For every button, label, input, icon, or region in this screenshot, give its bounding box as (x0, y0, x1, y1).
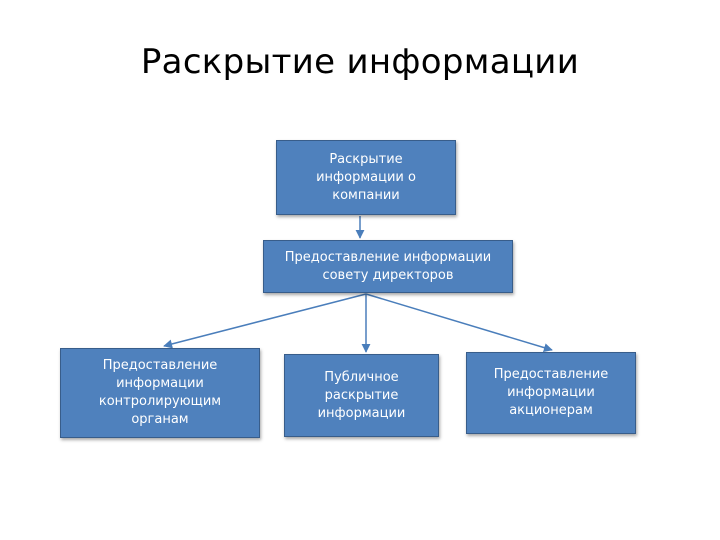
connector-board-control (163, 293, 367, 349)
box-public-disclosure-label: Публичное раскрытие информации (317, 369, 406, 421)
box-regulatory-bodies: Предоставление информации контролирующим… (60, 348, 260, 438)
box-company-disclosure: Раскрытие информации о компании (276, 140, 456, 215)
slide-title: Раскрытие информации (140, 42, 580, 82)
box-public-disclosure: Публичное раскрытие информации (284, 354, 439, 437)
box-company-disclosure-label: Раскрытие информации о компании (316, 151, 416, 203)
box-board-of-directors: Предоставление информации совету директо… (263, 240, 513, 293)
box-board-of-directors-label: Предоставление информации совету директо… (284, 249, 492, 283)
box-shareholders: Предоставление информации акционерам (466, 352, 636, 434)
connector-board-holders (365, 293, 553, 352)
box-regulatory-bodies-label: Предоставление информации контролирующим… (98, 358, 222, 427)
box-shareholders-label: Предоставление информации акционерам (493, 367, 609, 418)
